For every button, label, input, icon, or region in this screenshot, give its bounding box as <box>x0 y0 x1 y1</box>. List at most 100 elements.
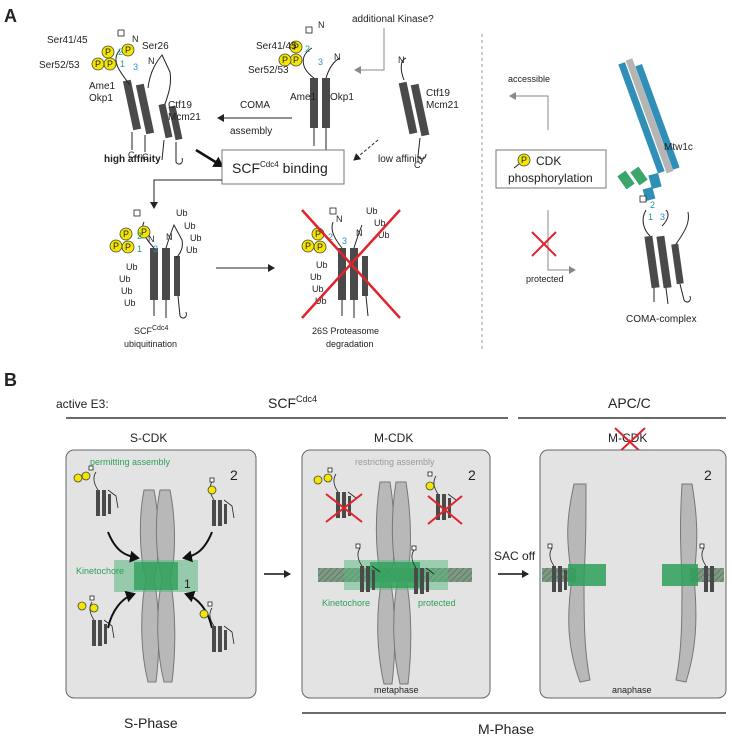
label-ser52-53: Ser52/53 <box>39 60 80 71</box>
cell-number-2b: 2 <box>468 467 476 483</box>
top-left-coma-phosphorylated: P P P P 2 1 3 N N C C <box>91 29 183 165</box>
bound-coma-mini <box>547 543 567 592</box>
bound-coma-mini <box>699 543 714 592</box>
label-mcm21-b: Mcm21 <box>426 100 459 111</box>
phospho-site <box>137 225 151 239</box>
phospho-label: P <box>125 45 131 55</box>
n-terminus: N <box>334 52 341 62</box>
helix-3-label: 3 <box>318 57 323 67</box>
phospho-label: P <box>305 241 311 251</box>
ub-label: Ub <box>316 260 328 270</box>
assembly-arrow-1 <box>107 531 140 563</box>
kinetochore-anaphase-right <box>662 564 698 586</box>
bound-coma-mini <box>411 545 435 594</box>
coma-complex-mini <box>77 595 115 646</box>
phospho-label: P <box>125 242 131 252</box>
phospho-label: P <box>293 55 299 65</box>
phospho-label: P <box>123 229 129 239</box>
phospho-site <box>289 40 303 54</box>
ub-label: Ub <box>366 206 378 216</box>
ub-label: Ub <box>315 296 327 306</box>
cdk-phosphorylation-label: phosphorylation <box>508 171 593 185</box>
anaphase-cell <box>539 449 727 699</box>
anaphase-label: anaphase <box>612 685 652 695</box>
phospho-label: P <box>113 241 119 251</box>
blocked-coma-mini <box>313 467 357 518</box>
coma-complex-label: COMA-complex <box>626 314 697 325</box>
top-right-ctf19-mcm21: N C <box>398 55 430 170</box>
phospho-label: P <box>317 242 323 252</box>
metaphase-label: metaphase <box>374 685 419 695</box>
coma-complex-mini <box>73 465 119 516</box>
label-ser41-45: Ser41/45 <box>47 35 88 46</box>
bound-coma-mini <box>355 543 381 592</box>
phospho-label: P <box>105 47 111 57</box>
proteasome-label-1: 26S Proteasome <box>312 326 379 336</box>
s-cdk-label: S-CDK <box>130 431 167 445</box>
ub-label: Ub <box>119 274 131 284</box>
phospho-label: P <box>521 155 527 165</box>
kinetochore-label-1: Kinetochore <box>76 566 124 576</box>
ubiquitin-tags: Ub Ub Ub Ub Ub Ub Ub Ub <box>119 208 202 308</box>
phospho-site <box>278 53 292 67</box>
protected-arrow <box>547 210 576 274</box>
scf-binding-box <box>221 149 345 185</box>
ub-label: Ub <box>190 233 202 243</box>
panel-b-letter: B <box>4 370 17 390</box>
scf-cdc4-label: SCFCdc4 <box>268 394 317 411</box>
label-ctf19-b: Ctf19 <box>426 88 450 99</box>
s-phase-label: S-Phase <box>124 715 178 731</box>
c-terminus: C <box>142 152 149 162</box>
high-affinity-label: high affinity <box>104 154 161 165</box>
blocked-coma-cross <box>427 495 463 525</box>
sac-off-label: SAC off <box>494 549 536 563</box>
label-ame1-b: Ame1 <box>290 92 317 103</box>
label-mcm21: Mcm21 <box>168 112 201 123</box>
coma-assembly-label-2: assembly <box>230 126 272 137</box>
cell-number-2a: 2 <box>230 467 238 483</box>
blocked-coma-mini <box>425 471 457 520</box>
helix-2-label: 2 <box>305 44 310 54</box>
ub-label: Ub <box>126 262 138 272</box>
coma-complex-mini <box>207 477 235 526</box>
kinetochore-label-2: Kinetochore <box>322 598 370 608</box>
low-affinity-arrow <box>353 139 379 161</box>
apcc-label: APC/C <box>608 395 651 411</box>
scf-ubiquitination-label-2: ubiquitination <box>124 339 177 349</box>
helix-3-label: 3 <box>660 212 665 222</box>
ubiquitinated-coma: P P P P 2 1 3 N N <box>109 209 187 319</box>
helix-2-label: 2 <box>137 231 142 241</box>
phospho-site <box>109 239 123 253</box>
protected-label: protected <box>526 274 564 284</box>
active-e3-label: active E3: <box>56 397 109 411</box>
label-okp1: Okp1 <box>89 93 113 104</box>
permitting-assembly-label: permitting assembly <box>90 457 171 467</box>
helix-1-label: 1 <box>120 59 125 69</box>
to-ubiquitination-arrow <box>150 179 222 209</box>
label-ame1: Ame1 <box>89 81 116 92</box>
scf-ubiquitination-label: SCFCdc4 <box>134 325 168 336</box>
helix-3-label: 3 <box>342 236 347 246</box>
blocked-coma-cross <box>325 493 363 523</box>
cdk-label: CDK <box>536 154 561 168</box>
ub-label: Ub <box>121 286 133 296</box>
helix-3-label: 3 <box>153 244 158 254</box>
additional-kinase-arrow <box>354 28 385 74</box>
n-terminus: N <box>318 20 325 30</box>
coma-complex-with-mtw1c: 2 1 3 <box>617 58 691 305</box>
helix-1-label: 1 <box>137 244 142 254</box>
ub-label: Ub <box>312 284 324 294</box>
label-ser26: Ser26 <box>142 41 169 52</box>
label-ser41-45-b: Ser41/45 <box>256 41 297 52</box>
phospho-label: P <box>141 227 147 237</box>
n-terminus: N <box>148 56 155 66</box>
panel-a-letter: A <box>4 6 17 26</box>
m-cdk-label: M-CDK <box>374 431 413 445</box>
phospho-label: P <box>95 59 101 69</box>
accessible-arrow <box>509 92 549 130</box>
mtw1c-label: Mtw1c <box>664 142 693 153</box>
assembly-arrow-4 <box>184 590 213 629</box>
additional-kinase-label: additional Kinase? <box>352 14 434 25</box>
kinetochore-anaphase-left <box>568 564 606 586</box>
